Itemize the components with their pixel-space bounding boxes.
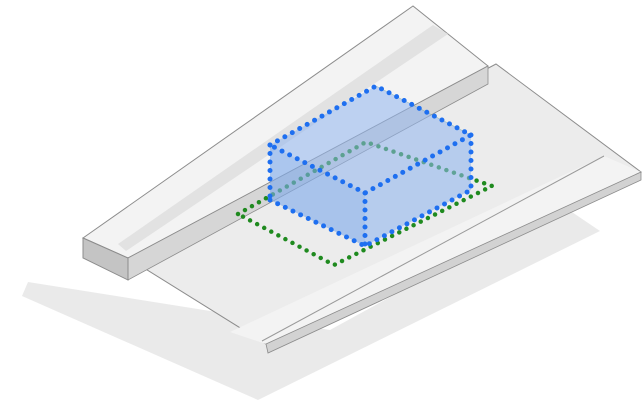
volume-right-face [365, 135, 471, 246]
ground-strip-line [261, 155, 605, 342]
wall-end-face [82, 237, 129, 281]
ground-shadow [22, 204, 600, 400]
volume-top-face [270, 86, 471, 193]
building-volume [267, 83, 477, 249]
ground-slab-edge [265, 171, 642, 354]
volume-dotted-bottom-edges [267, 187, 474, 249]
volume-front-face [270, 145, 365, 246]
ground-slab-front-strip [230, 156, 641, 344]
